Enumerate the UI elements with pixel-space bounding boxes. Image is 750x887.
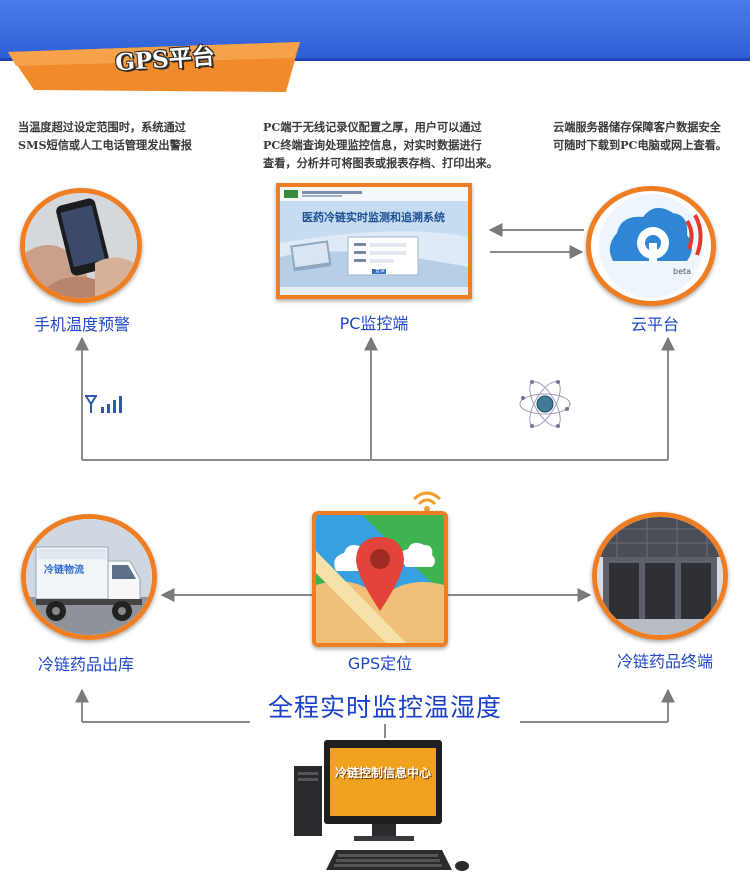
warehouse-out-label: 冷链药品出库 [37, 655, 134, 674]
monitor-screen-text: 冷链控制信息中心 [334, 766, 431, 780]
cloud-label: 云平台 [630, 315, 679, 334]
center-title: 全程实时监控温湿度 [250, 688, 520, 724]
gps-label: GPS定位 [347, 654, 413, 673]
globe-network-icon [519, 380, 571, 428]
building-image [592, 512, 728, 640]
cloud-logo-image: beta [586, 186, 716, 306]
alarm-description: 当温度超过设定范围时，系统通过 SMS短信或人工电话管理发出警报 [18, 118, 192, 154]
truck-side-text: 冷链物流 [44, 565, 84, 576]
description-line: PC终端查询处理监控信息，对实时数据进行 [263, 138, 482, 152]
description-line: 查看，分析并可将图表或报表存档、打印出来。 [263, 156, 498, 170]
description-line: SMS短信或人工电话管理发出警报 [18, 138, 192, 152]
gps-map-icon [312, 511, 448, 647]
description-line: 当温度超过设定范围时，系统通过 [18, 120, 186, 134]
phone-image [20, 188, 142, 303]
title-banner [8, 42, 300, 92]
pc-label: PC监控端 [339, 314, 409, 333]
computer-illustration [294, 740, 469, 871]
description-line: 云端服务器储存保障客户数据安全 [553, 120, 721, 134]
signal-icon [85, 395, 122, 413]
truck-image: 冷链物流 [21, 514, 157, 640]
terminal-label: 冷链药品终端 [616, 652, 713, 671]
pc-monitor-screenshot: 医药冷链实时监测和追溯系统 登录 [276, 183, 472, 299]
pc-login-button: 登录 [374, 268, 385, 274]
cloud-beta-text: beta [673, 267, 692, 276]
pc-description: PC端于无线记录仪配置之厚，用户可以通过 PC终端查询处理监控信息，对实时数据进… [263, 118, 498, 172]
phone-label: 手机温度预警 [33, 315, 130, 334]
cloud-description: 云端服务器储存保障客户数据安全 可随时下载到PC电脑或网上查看。 [553, 118, 727, 154]
description-line: 可随时下载到PC电脑或网上查看。 [553, 138, 727, 152]
wifi-icon [412, 491, 442, 512]
description-line: PC端于无线记录仪配置之厚，用户可以通过 [263, 120, 482, 134]
pc-screen-header: 医药冷链实时监测和追溯系统 [302, 211, 445, 224]
